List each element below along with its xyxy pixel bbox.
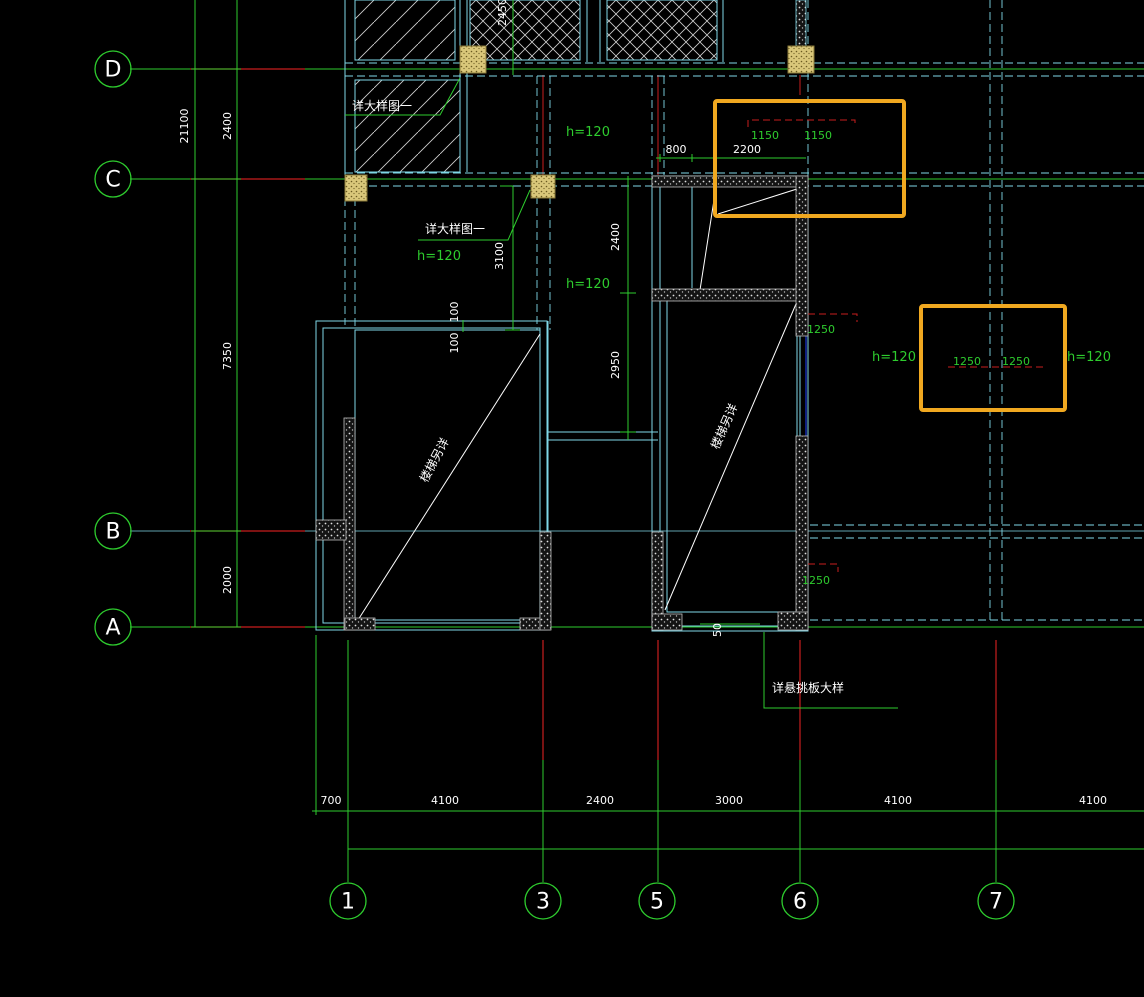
dimension-lines: [191, 0, 1144, 855]
detail-label-1: 详大样图一: [352, 98, 412, 113]
stair-label-1: 楼梯另详: [416, 435, 452, 484]
beam-dashed-lines: [344, 0, 1144, 621]
dim-bottom-5: 4100: [1079, 794, 1107, 807]
axis-bubble-c[interactable]: [94, 160, 132, 198]
axis-label-c: C: [105, 168, 120, 193]
column: [344, 174, 368, 202]
axis-bubble-d[interactable]: [94, 50, 132, 88]
dim-1250-c: 1250: [807, 323, 835, 336]
h-label-4: h=120: [872, 350, 916, 365]
dim-100-a: 100: [448, 302, 461, 323]
dim-800: 800: [666, 143, 687, 156]
grid-lines: [130, 68, 1144, 882]
dim-100-b: 100: [448, 333, 461, 354]
dim-50: 50: [711, 623, 724, 637]
axis-label-a: A: [105, 616, 120, 641]
h-label-2: h=120: [417, 249, 461, 264]
axis-bubble-1[interactable]: [329, 882, 367, 920]
dimension-texts: 21100 2400 7350 2000 700 4100 2400 3000 …: [178, 0, 1107, 807]
dim-2400-v: 2400: [609, 223, 622, 251]
columns: [344, 45, 815, 202]
axis-bubbles: [94, 50, 1015, 920]
column: [459, 45, 487, 74]
hatched-areas: [344, 0, 807, 200]
dim-bottom-4: 4100: [884, 794, 912, 807]
axis-label-6: 6: [793, 890, 807, 915]
highlight-box-1[interactable]: [713, 99, 906, 218]
axis-bubble-7[interactable]: [977, 882, 1015, 920]
dim-left-2000: 2000: [221, 566, 234, 594]
axis-bubble-b[interactable]: [94, 512, 132, 550]
axis-label-1: 1: [341, 890, 355, 915]
dim-1250-d: 1250: [802, 574, 830, 587]
dim-2200: 2200: [733, 143, 761, 156]
dim-bottom-2: 2400: [586, 794, 614, 807]
left-stair-walls: [315, 417, 552, 631]
dim-1150-a: 1150: [751, 129, 779, 142]
h-label-1: h=120: [566, 125, 610, 140]
dim-1250-a: 1250: [953, 355, 981, 368]
section-markers: [747, 119, 1046, 572]
axis-label-7: 7: [989, 890, 1003, 915]
dim-bottom-3: 3000: [715, 794, 743, 807]
dim-left-2400: 2400: [221, 112, 234, 140]
axis-bubble-3[interactable]: [524, 882, 562, 920]
annotation-texts: 详大样图一 详大样图一 详悬挑板大样 楼梯另详 楼梯另详: [352, 98, 844, 695]
stair-label-2: 楼梯另详: [707, 401, 740, 451]
axis-label-b: B: [105, 520, 120, 545]
dim-left-7350: 7350: [221, 342, 234, 370]
detail-label-2: 详大样图一: [425, 221, 485, 236]
axis-bubble-5[interactable]: [638, 882, 676, 920]
dim-1150-b: 1150: [804, 129, 832, 142]
dim-bottom-0: 700: [321, 794, 342, 807]
left-stair-well: [315, 320, 658, 631]
axis-label-5: 5: [650, 890, 664, 915]
axis-label-d: D: [105, 58, 122, 83]
h-label-5: h=120: [1067, 350, 1111, 365]
dim-2950: 2950: [609, 351, 622, 379]
axis-bubble-a[interactable]: [94, 608, 132, 646]
axis-label-3: 3: [536, 890, 550, 915]
column: [530, 174, 556, 199]
dim-3100: 3100: [493, 242, 506, 270]
h-label-3: h=120: [566, 277, 610, 292]
axis-bubble-6[interactable]: [781, 882, 819, 920]
cantilever-label: 详悬挑板大样: [772, 680, 844, 695]
column: [787, 45, 815, 74]
highlight-box-2[interactable]: [919, 304, 1067, 412]
axis-labels: D C B A 1 3 5 6 7: [105, 58, 1003, 915]
dim-1250-b: 1250: [1002, 355, 1030, 368]
dim-left-outer: 21100: [178, 109, 191, 144]
dim-2450: 2450: [496, 0, 509, 26]
green-dim-texts: 1150 1150 1250 1250 1250 1250 h=120 h=12…: [417, 125, 1111, 587]
dim-bottom-1: 4100: [431, 794, 459, 807]
